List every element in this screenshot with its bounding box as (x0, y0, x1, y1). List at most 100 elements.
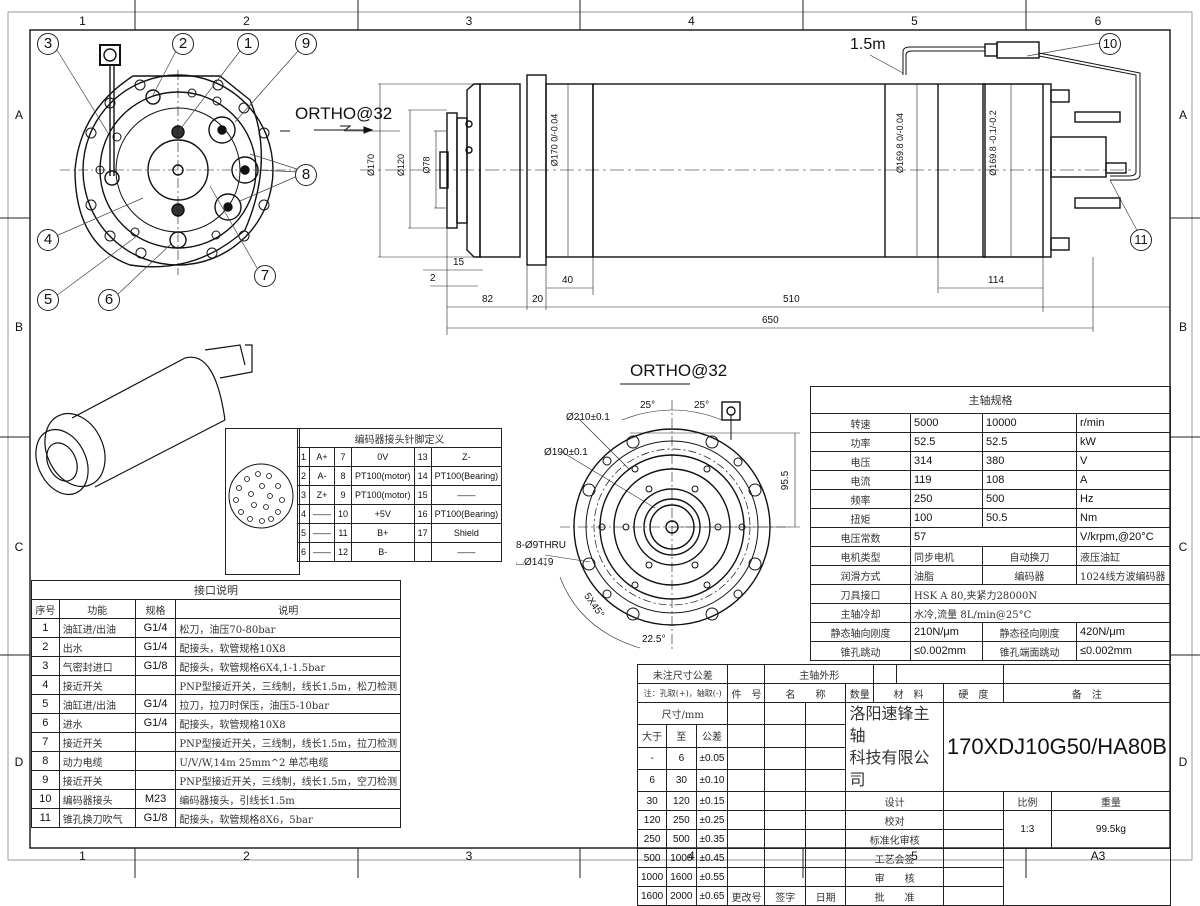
zone-col-3-bottom: 3 (465, 849, 473, 863)
zone-col-5: 5 (911, 14, 918, 28)
zone-row-b-right: B (1178, 320, 1187, 334)
table-row: 电机类型同步电机自动换刀液压油缸 (810, 546, 1171, 566)
company-name: 洛阳速锋主轴科技有限公司 (845, 702, 944, 792)
dim-counterbore: ⌴Ø14↧9 (516, 557, 554, 568)
dim-2: 2 (430, 273, 436, 284)
zone-row-a-right: A (1178, 108, 1187, 122)
tolerance-note: 注：孔取(+)，轴取(-) (636, 683, 729, 703)
dim-angle-25-right: 25° (694, 400, 710, 411)
dim-d170: Ø170 (366, 153, 377, 177)
zone-col-2-bottom: 2 (243, 849, 250, 863)
spec-table-title: 主轴规格 (810, 386, 1171, 414)
zone-row-c-right: C (1178, 540, 1188, 554)
model-number: 170XDJ10G50/HA80B (942, 702, 1172, 792)
zone-col-3: 3 (465, 14, 473, 28)
dim-114: 114 (988, 275, 1004, 286)
dim-d169-8-a: Ø169.8 0/-0.04 (895, 112, 906, 174)
dim-d169-8-b: Ø169.8 -0.1/-0.2 (987, 110, 998, 176)
dim-d78: Ø78 (421, 156, 432, 174)
drawing-canvas (0, 0, 1200, 878)
dim-510: 510 (783, 294, 800, 305)
zone-row-c: C (14, 540, 24, 554)
balloon-10: 10 (1099, 33, 1121, 55)
dim-d210: Ø210±0.1 (566, 412, 610, 423)
dim-82: 82 (482, 294, 494, 305)
balloon-1: 1 (237, 33, 259, 55)
balloon-2: 2 (172, 33, 194, 55)
isometric-view (35, 344, 253, 496)
balloon-11: 11 (1130, 229, 1152, 251)
title-block: 未注尺寸公差 主轴外形 注：孔取(+)，轴取(-) 件 号 名 称 数量 材 料… (636, 664, 1172, 906)
balloon-3: 3 (37, 33, 59, 55)
encoder-table-title: 编码器接头针脚定义 (296, 428, 503, 448)
dim-d120: Ø120 (396, 153, 407, 177)
zone-col-4: 4 (688, 14, 695, 28)
balloon-9: 9 (295, 33, 317, 55)
zone-row-a: A (14, 108, 23, 122)
zone-row-d: D (14, 755, 24, 769)
side-view (280, 41, 1141, 266)
balloon-4: 4 (37, 229, 59, 251)
ortho-label-side: ORTHO@32 (295, 104, 393, 123)
encoder-pin-box (225, 428, 300, 575)
balloon-8: 8 (295, 164, 317, 186)
dim-650: 650 (762, 315, 779, 326)
dim-angle-22-5: 22.5° (642, 634, 666, 645)
dim-20: 20 (532, 294, 544, 305)
zone-col-1-bottom: 1 (79, 849, 86, 863)
zone-row-b: B (14, 320, 23, 334)
table-row: 主轴冷却水冷,流量 8L/min@25°C (810, 603, 1171, 623)
dim-angle-25-left: 25° (640, 400, 656, 411)
weight-value: 99.5kg (1050, 810, 1172, 849)
zone-col-6: 6 (1094, 14, 1102, 28)
encoder-pin-face (228, 463, 294, 529)
size-unit: 尺寸/mm (636, 701, 729, 726)
balloon-6: 6 (98, 289, 120, 311)
dim-d170-tol: Ø170 0/-0.04 (549, 113, 560, 167)
cable-length-label: 1.5m (850, 36, 886, 53)
dim-95-5: 95.5 (780, 470, 792, 491)
scale-value: 1:3 (1002, 810, 1052, 849)
dim-15: 15 (453, 257, 465, 268)
zone-col-2: 2 (243, 14, 250, 28)
rear-end-view (60, 44, 300, 275)
balloon-7: 7 (254, 265, 276, 287)
zone-row-d-right: D (1178, 755, 1188, 769)
part-heading: 主轴外形 (764, 664, 875, 684)
